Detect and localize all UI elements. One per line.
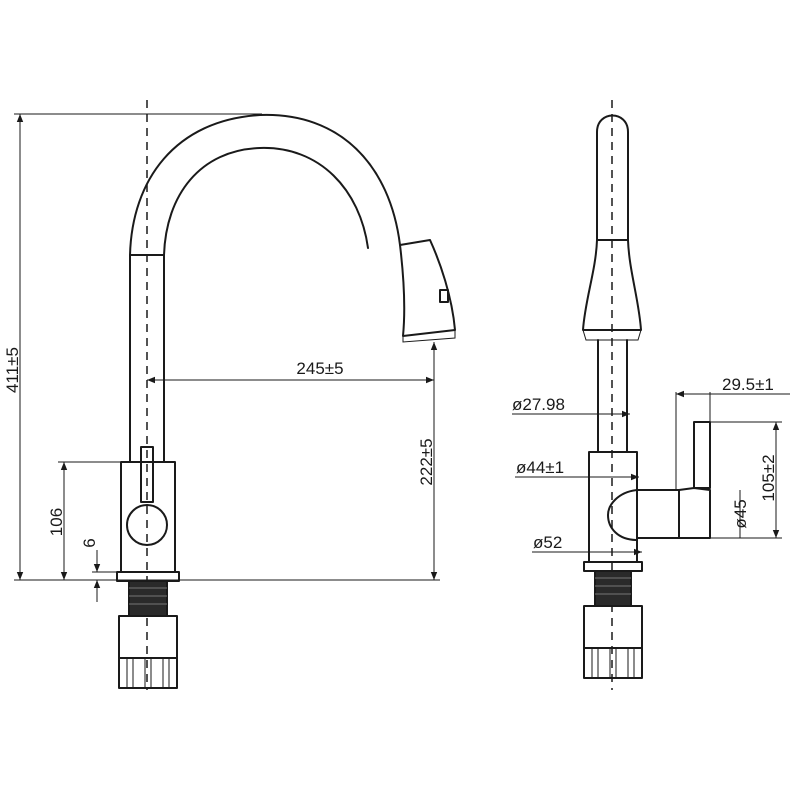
front-view: 411±5 245±5 222±5 106 6 <box>3 100 456 690</box>
dim-body-height-label: 106 <box>47 508 66 536</box>
side-spout-top <box>596 114 629 241</box>
dim-handle-offset-label: 29.5±1 <box>722 375 774 394</box>
front-spray-nozzle <box>402 329 456 343</box>
side-handle-stem <box>693 421 711 489</box>
front-handle-knob <box>126 504 168 546</box>
dim-spout-reach-label: 245±5 <box>296 359 343 378</box>
dim-base-dia-label: ø52 <box>533 533 562 552</box>
front-threaded-nut <box>128 580 168 617</box>
dim-handle-height-label: 105±2 <box>759 454 778 501</box>
dim-base-thickness-label: 6 <box>80 538 99 547</box>
dim-spout-dia-label: ø27.98 <box>512 395 565 414</box>
dim-handle-dia-label: ø45 <box>731 499 750 528</box>
side-body <box>588 451 638 563</box>
side-handle-lever <box>636 489 680 539</box>
side-threaded-nut <box>594 570 632 607</box>
front-mounting-shank <box>118 615 178 689</box>
side-spray-nozzle <box>582 329 642 341</box>
side-mounting-shank <box>583 605 643 679</box>
dim-spout-height-label: 222±5 <box>417 438 436 485</box>
front-spout-inner <box>163 146 369 463</box>
side-handle-end <box>678 487 711 539</box>
front-spray-head <box>399 239 456 337</box>
side-base-plate <box>583 561 643 572</box>
side-handle-boss <box>607 489 638 541</box>
side-view: ø27.98 ø44±1 ø52 29.5±1 105±2 ø45 <box>512 100 790 690</box>
dim-body-dia-label: ø44±1 <box>516 458 564 477</box>
front-handle-lever <box>140 446 154 503</box>
dim-overall-height-label: 411±5 <box>3 347 22 393</box>
front-spray-button <box>439 289 449 303</box>
front-spout-outer <box>129 113 401 463</box>
